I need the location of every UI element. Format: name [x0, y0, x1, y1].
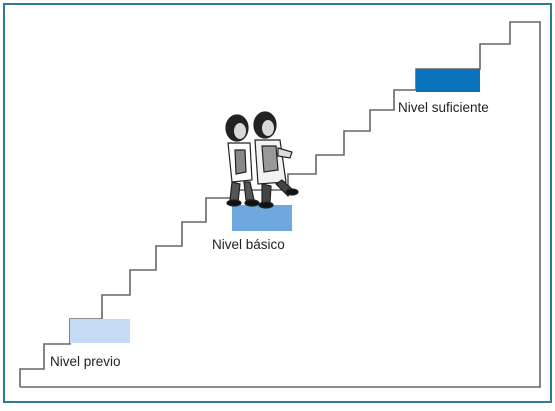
- step-nivel-suficiente: [416, 69, 480, 92]
- students-climbing-icon: [225, 111, 299, 209]
- label-nivel-basico: Nivel básico: [212, 237, 285, 252]
- label-nivel-suficiente: Nivel suficiente: [398, 100, 489, 115]
- step-nivel-previo: [70, 319, 130, 343]
- step-nivel-basico: [232, 205, 292, 231]
- label-nivel-previo: Nivel previo: [50, 354, 121, 369]
